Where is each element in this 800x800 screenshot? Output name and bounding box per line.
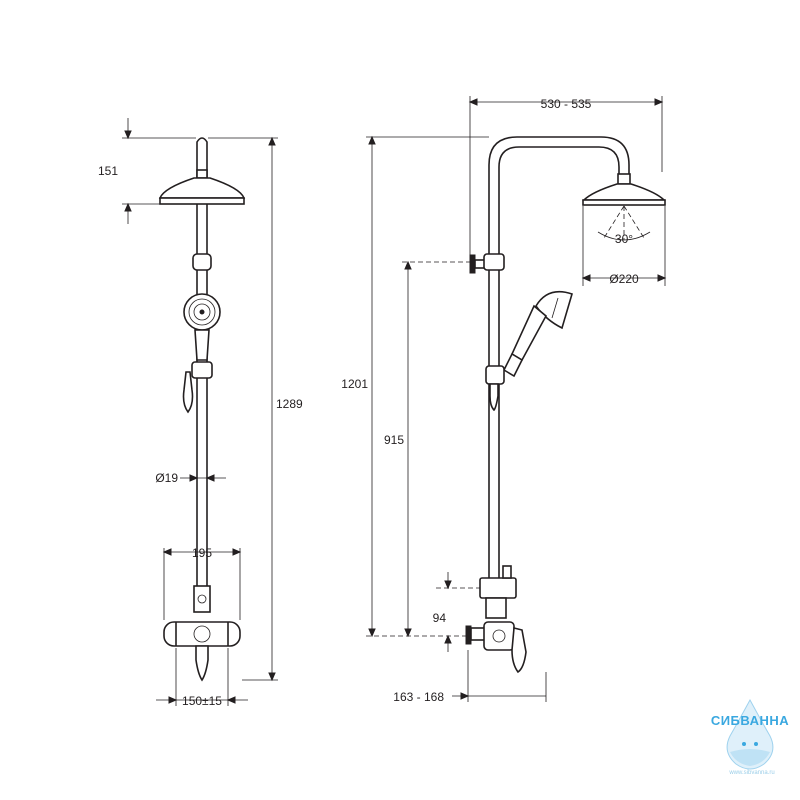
side-dimensions: [366, 96, 667, 702]
front-dimensions: [122, 118, 278, 706]
dim-side-head-diameter: Ø220: [609, 272, 639, 286]
dim-front-pipe-diameter: Ø19: [155, 471, 178, 485]
side-arm-outer: [488, 136, 630, 578]
dim-front-top-height: 151: [98, 164, 118, 178]
front-riser-top: [196, 137, 208, 178]
front-lever-handle: [182, 371, 194, 414]
front-mixer-body: [163, 621, 241, 682]
side-arm-inner: [498, 146, 620, 578]
dim-front-handle-width: 195: [192, 546, 212, 560]
front-slide-holder: [191, 361, 213, 379]
side-view: [465, 136, 666, 674]
side-shower-head: [582, 173, 666, 206]
side-spray-arc: [597, 231, 651, 241]
dim-side-holder-height: 915: [384, 433, 404, 447]
front-hand-shower: [183, 293, 221, 361]
side-spray-right: [623, 205, 645, 239]
front-shower-head: [158, 169, 246, 205]
brand-logo: СИБВАННА www.sibvanna.ru: [711, 698, 789, 776]
front-upper-connector: [192, 253, 212, 271]
logo-url-text: www.sibvanna.ru: [728, 770, 774, 776]
side-mixer: [465, 621, 527, 674]
side-slide-holder: [485, 365, 505, 385]
side-hand-shower: [502, 290, 573, 378]
side-spray-left: [603, 205, 625, 239]
dim-side-arm-reach: 530 - 535: [541, 97, 592, 111]
front-diverter: [193, 585, 211, 613]
dim-side-total-height: 1201: [341, 377, 368, 391]
dim-side-mixer-height: 94: [433, 611, 447, 625]
side-lever-handle: [489, 383, 499, 412]
side-diverter: [479, 565, 517, 619]
logo-brand-text: СИБВАННА: [711, 713, 789, 728]
front-view: [158, 137, 246, 682]
dim-front-total-height: 1289: [276, 397, 303, 411]
dim-side-wall-offset: 163 - 168: [393, 690, 444, 704]
dim-side-spray-angle: 30°: [615, 232, 633, 246]
side-wall-bracket: [469, 253, 505, 274]
dim-front-inlet-spacing: 150±15: [182, 694, 222, 708]
